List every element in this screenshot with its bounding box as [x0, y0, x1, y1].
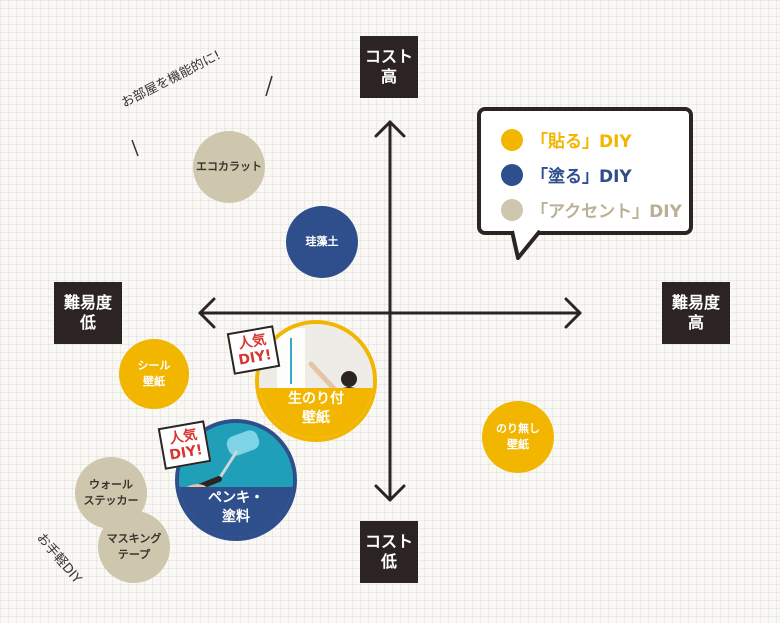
caption-background	[179, 487, 293, 537]
popular-badge-paint: 人気 DIY!	[157, 420, 212, 470]
axis-label-line: コスト	[364, 532, 413, 551]
bubble-masking-tape: マスキング テープ	[98, 511, 170, 583]
axis-label-cost-low: コスト 低	[360, 521, 418, 583]
bubble-label: 珪藻土	[305, 235, 339, 248]
bubble-label: シール	[137, 359, 171, 372]
bubble-glued-wallpaper: 生のり付 壁紙	[255, 320, 377, 442]
legend-dot-beige	[501, 198, 523, 221]
axis-label-line: 難易度	[671, 293, 720, 312]
popular-badge-wallpaper: 人気 DIY!	[226, 325, 281, 375]
legend-label: 「貼る」DIY	[531, 132, 632, 152]
arrow-up-icon	[374, 120, 406, 138]
note-slash-marks	[131, 75, 273, 157]
axis-label-difficulty-high: 難易度 高	[662, 282, 730, 344]
legend-label: 「アクセント」DIY	[531, 202, 682, 222]
axis-label-line: 難易度	[63, 293, 112, 312]
bubble-unglued-wallpaper: のり無し 壁紙	[482, 401, 554, 473]
axis-label-difficulty-low: 難易度 低	[54, 282, 122, 344]
bubble-label: 壁紙	[302, 410, 330, 426]
axis-label-cost-high: コスト 高	[360, 36, 418, 98]
bubble-label: ペンキ・	[208, 490, 264, 506]
feature-caption: ペンキ・ 塗料	[179, 489, 293, 527]
axis-label-line: 低	[79, 313, 96, 332]
axis-label-line: 高	[687, 313, 704, 332]
bubble-label: 壁紙	[143, 375, 165, 388]
legend-item-accent: 「アクセント」DIY	[501, 197, 682, 222]
legend-box: 「貼る」DIY 「塗る」DIY 「アクセント」DIY	[477, 107, 693, 235]
bubble-label: 生のり付	[288, 391, 344, 407]
arrow-down-icon	[374, 484, 406, 502]
legend-item-stick: 「貼る」DIY	[501, 127, 632, 152]
bubble-label: 壁紙	[507, 438, 529, 451]
legend-item-paint: 「塗る」DIY	[501, 162, 632, 187]
legend-dot-yellow	[501, 128, 523, 151]
legend-label: 「塗る」DIY	[531, 167, 632, 187]
axis-label-line: コスト	[364, 47, 413, 66]
bubble-eco-carat: エコカラット	[193, 131, 265, 203]
axis-label-line: 高	[380, 67, 397, 86]
bubble-label: エコカラット	[196, 160, 262, 173]
bubble-label: 塗料	[222, 509, 250, 525]
bubble-label: ウォール	[89, 478, 133, 491]
feature-caption: 生のり付 壁紙	[259, 390, 373, 428]
bubble-seal-wallpaper: シール 壁紙	[119, 339, 189, 409]
bubble-keisoudo: 珪藻土	[286, 206, 358, 278]
bubble-label: マスキング	[106, 532, 162, 545]
arrow-left-icon	[198, 297, 216, 329]
bubble-label: テープ	[117, 548, 151, 561]
axis-label-line: 低	[380, 552, 397, 571]
arrow-right-icon	[564, 297, 582, 329]
legend-dot-blue	[501, 163, 523, 186]
bubble-label: のり無し	[496, 422, 540, 435]
bubble-label: ステッカー	[83, 494, 139, 507]
speech-bubble-tail	[510, 230, 542, 260]
